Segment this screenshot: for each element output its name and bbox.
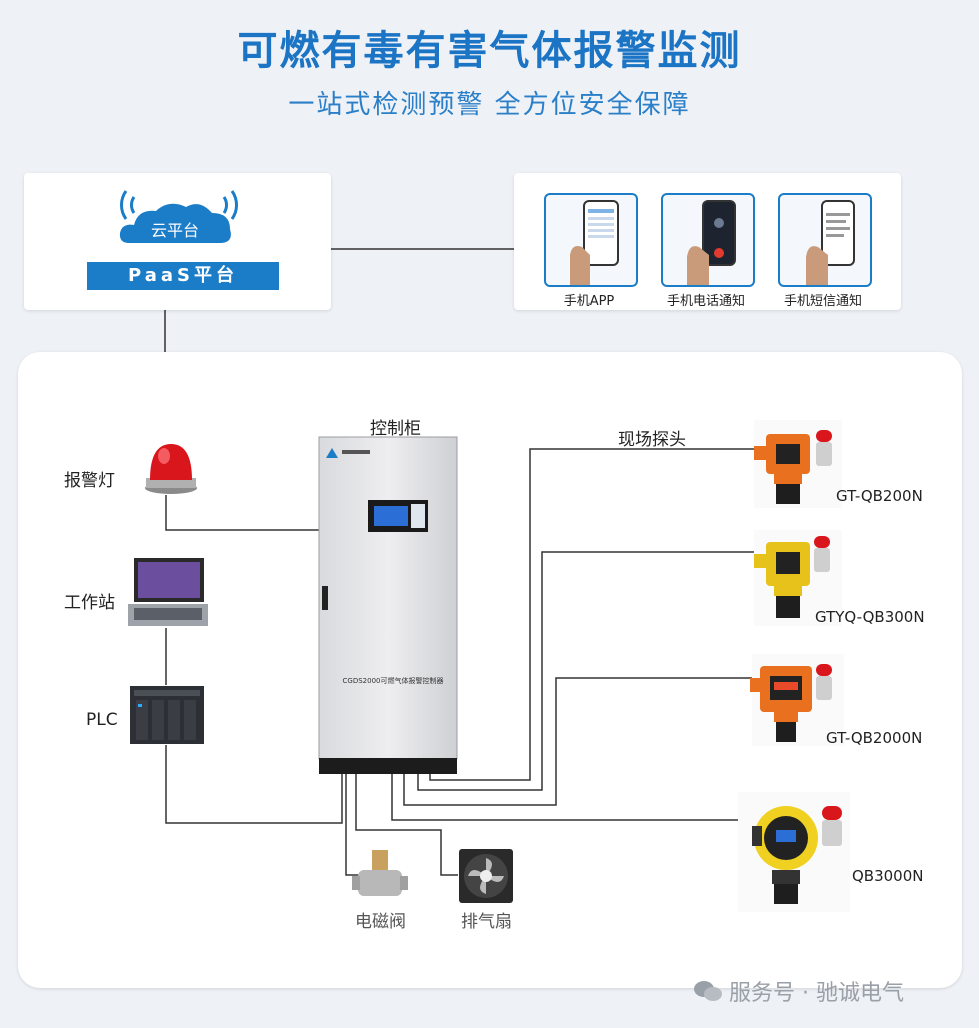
plc-label: PLC xyxy=(86,710,118,730)
phone-sms-icon xyxy=(778,193,872,287)
cabinet-title: 控制柜 xyxy=(370,419,421,439)
wechat-icon xyxy=(694,981,722,1001)
alarm-light-label: 报警灯 xyxy=(64,471,115,491)
plc-icon xyxy=(130,686,204,744)
watermark-text: 服务号 · 驰诚电气 xyxy=(729,981,904,1006)
notification-panel: 手机APP 手机电话通知 手机短信通知 xyxy=(514,173,901,310)
detector-model-label: GTYQ-QB300N xyxy=(815,608,925,626)
detector-gtyq-qb300n-icon xyxy=(754,530,842,626)
page-subtitle: 一站式检测预警 全方位安全保障 xyxy=(288,90,691,120)
workstation-label: 工作站 xyxy=(64,593,115,613)
valve-label: 电磁阀 xyxy=(355,912,406,932)
phone-sms-label: 手机短信通知 xyxy=(783,294,862,309)
alarm-light-icon xyxy=(145,444,197,494)
cloud-label: 云平台 xyxy=(151,221,200,240)
detector-gt-qb200n-icon xyxy=(754,420,842,508)
field-probe-title: 现场探头 xyxy=(618,430,686,450)
cabinet-model-text: CGDS2000可燃气体报警控制器 xyxy=(342,677,444,685)
exhaust-fan-icon xyxy=(459,849,513,903)
detector-model-label: GT-QB2000N xyxy=(826,729,923,747)
detector-qb3000n-icon xyxy=(738,792,850,912)
detector-model-label: QB3000N xyxy=(852,867,924,885)
solenoid-valve-icon xyxy=(352,850,408,896)
page-title: 可燃有毒有害气体报警监测 xyxy=(237,28,742,74)
detector-model-label: GT-QB200N xyxy=(836,487,923,505)
paas-platform-bar: PaaS平台 xyxy=(87,262,279,290)
phone-call-icon xyxy=(661,193,755,287)
phone-app-label: 手机APP xyxy=(563,294,615,309)
phone-call-label: 手机电话通知 xyxy=(666,294,745,309)
cloud-platform-panel: 云平台 PaaS平台 xyxy=(24,173,331,310)
cloud-icon xyxy=(119,190,239,243)
control-cabinet xyxy=(318,436,458,774)
fan-label: 排气扇 xyxy=(461,912,512,932)
phone-app-icon xyxy=(544,193,638,287)
watermark: 服务号 · 驰诚电气 xyxy=(693,975,904,1007)
detector-gt-qb2000n-icon xyxy=(750,654,844,746)
workstation-icon xyxy=(128,558,208,626)
